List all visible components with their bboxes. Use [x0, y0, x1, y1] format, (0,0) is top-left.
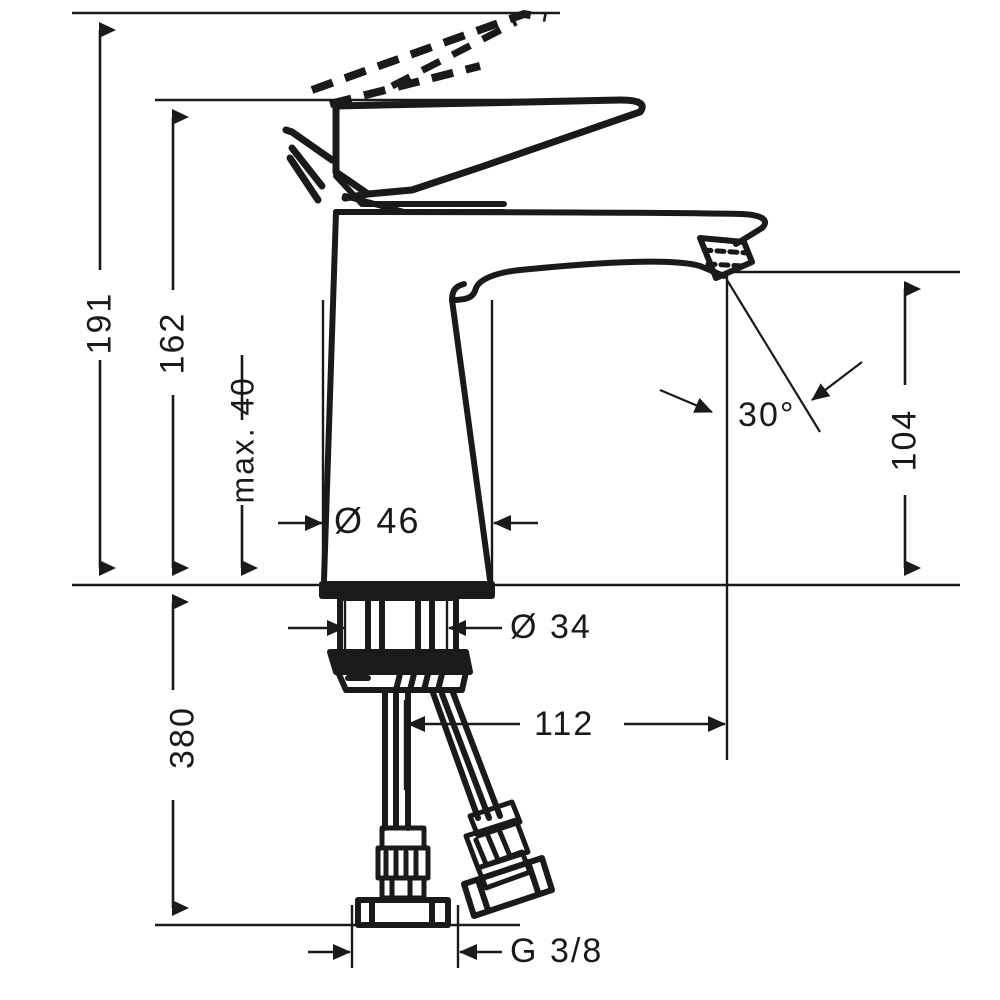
- max-deck-40-label: max. 40: [224, 376, 261, 504]
- hose-length-380-label: 380: [163, 706, 202, 769]
- spout-projection-112-label: 112: [534, 705, 595, 743]
- hose-left-hex-nut: [355, 897, 451, 928]
- lever-handle-cap: [332, 96, 646, 202]
- aerator-angle-30-label: 30°: [738, 396, 796, 434]
- mounting-nut: [327, 649, 473, 675]
- hose-right-crimp: [463, 799, 533, 891]
- lever-handle-open-edge-dashed: [390, 18, 518, 90]
- thread-size-g38-label: G 3/8: [510, 932, 604, 970]
- spout-upper-surface: [333, 209, 768, 247]
- dimension-lines: [98, 22, 921, 960]
- shank-ribs: [365, 597, 435, 655]
- spout-height-162-label: 162: [153, 311, 192, 375]
- handle-tilt-indicator: [286, 154, 322, 204]
- hose-right-hex-nut: [461, 855, 555, 919]
- shank-diameter-34-label: Ø 34: [510, 608, 592, 646]
- mounting-plate: [335, 669, 469, 693]
- lever-handle-open-position-dashed: [310, 10, 547, 108]
- faucet-outline: [282, 10, 768, 928]
- supply-hose-left: [382, 687, 411, 831]
- threaded-shank: [337, 595, 459, 655]
- faucet-body-column: [321, 209, 493, 583]
- total-height-191-label: 191: [80, 291, 119, 355]
- handle-pivot-detail: [282, 126, 336, 190]
- hose-left-crimp: [375, 825, 431, 901]
- supply-hose-right: [429, 687, 503, 821]
- aerator-threads: [701, 247, 751, 269]
- spout-reach-104-label: 104: [885, 408, 924, 472]
- spout-underside: [449, 258, 727, 303]
- base-flange: [319, 581, 495, 599]
- body-diameter-46-label: Ø 46: [334, 500, 421, 541]
